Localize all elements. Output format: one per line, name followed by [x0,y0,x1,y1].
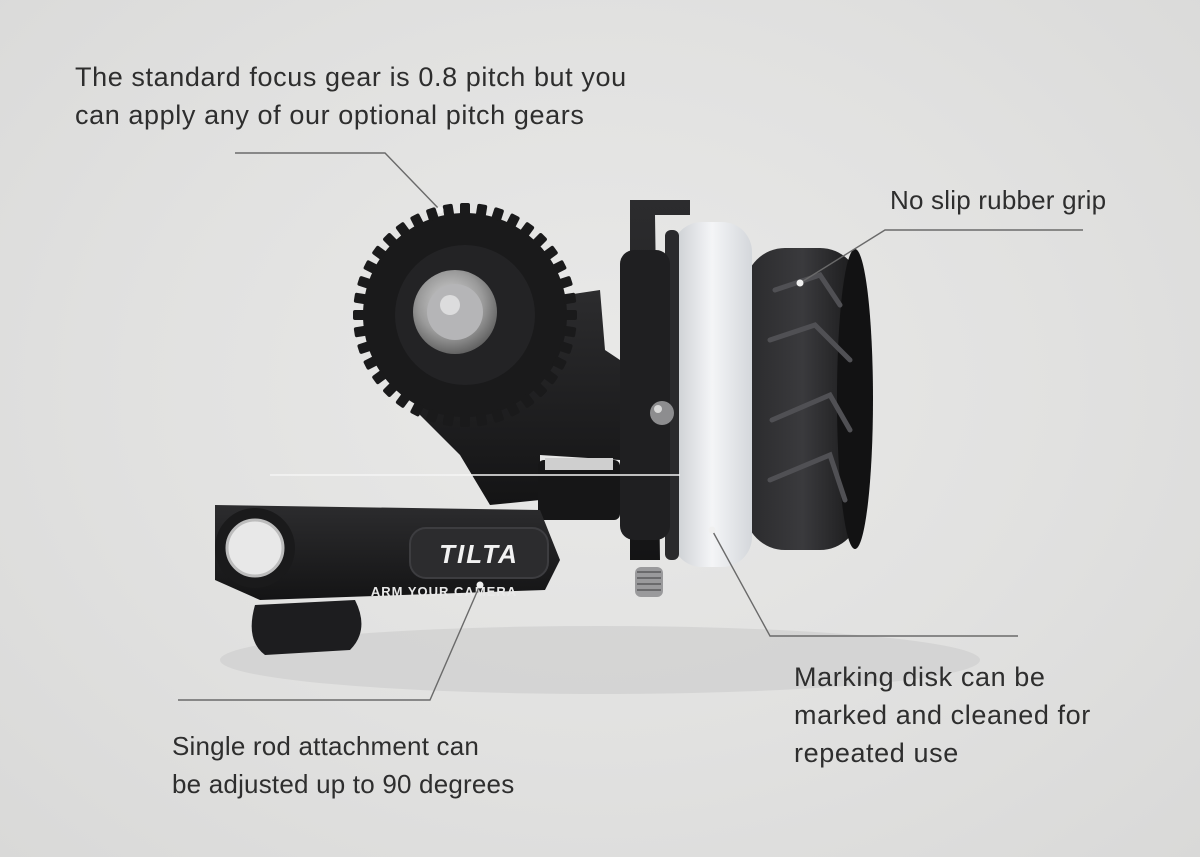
leader-line-disk [711,529,1018,637]
gear-tooth [410,402,424,417]
gear-tooth [563,325,577,338]
brand-logo: TILTA [439,539,519,569]
disk-caption: Marking disk can be marked and cleaned f… [794,658,1091,772]
gear-caption: The standard focus gear is 0.8 pitch but… [75,58,627,134]
gear-tooth [491,207,504,221]
gear-tooth [543,245,558,260]
gear-tooth [565,310,577,320]
gear-caption-line: The standard focus gear is 0.8 pitch but… [75,62,627,92]
gear-caption-line: can apply any of our optional pitch gear… [75,100,585,130]
rod-clamp: TILTA ARM YOUR CAMERA [215,505,560,655]
gear-tooth [410,213,424,228]
gear-tooth [353,325,367,338]
disk-caption-line: marked and cleaned for [794,700,1091,730]
gear-tooth [395,393,410,408]
gear-tooth [559,276,573,289]
focus-gear [353,203,577,427]
leader-dot-disk [708,526,716,534]
gear-tooth [491,409,504,423]
rod-caption: Single rod attachment can be adjusted up… [172,727,514,803]
gear-tooth [442,203,455,217]
gear-tooth [395,222,410,237]
gear-tooth [475,203,488,217]
gear-tooth [520,393,535,408]
leader-dot-gear [436,206,444,214]
gear-tooth [353,310,365,320]
gear-tooth [363,356,378,370]
gear-tooth [552,356,567,370]
arm-your-camera-text: ARM YOUR CAMERA [371,584,517,599]
grip-caption: No slip rubber grip [890,181,1106,219]
gear-tooth [506,213,520,228]
marking-disk [665,222,752,567]
gear-tooth [353,292,367,305]
gear-tooth [460,203,470,215]
disk-caption-line: repeated use [794,738,959,768]
rubber-grip [745,248,873,550]
gear-tooth [460,415,470,427]
leader-line-rod [178,584,481,701]
gear-tooth [357,276,371,289]
main-housing [620,200,690,597]
gear-tooth [372,370,387,385]
gear-tooth [520,222,535,237]
leader-dot-grip [796,279,804,287]
gear-tooth [363,260,378,274]
leader-line-gear [235,152,441,211]
gear-tooth [372,245,387,260]
rod-caption-line: be adjusted up to 90 degrees [172,769,515,799]
gear-tooth [506,402,520,417]
gear-tooth [383,233,397,247]
gear-tooth [563,292,577,305]
gear-tooth [475,413,488,427]
gear-tooth [383,383,397,397]
gear-tooth [426,207,439,221]
gear-tooth [426,409,439,423]
product-shadow [220,626,980,694]
leader-line-grip [799,229,1083,284]
rod-caption-line: Single rod attachment can [172,731,480,761]
gear-tooth [533,383,547,397]
leader-lines [178,152,1083,701]
grip-caption-line: No slip rubber grip [890,185,1107,215]
disk-caption-line: Marking disk can be [794,662,1046,692]
gear-tooth [533,233,547,247]
gear-tooth [552,260,567,274]
gear-tooth [357,341,371,354]
gear-tooth [442,413,455,427]
gear-tooth [543,370,558,385]
leader-dot-rod [476,581,484,589]
gear-tooth [559,341,573,354]
